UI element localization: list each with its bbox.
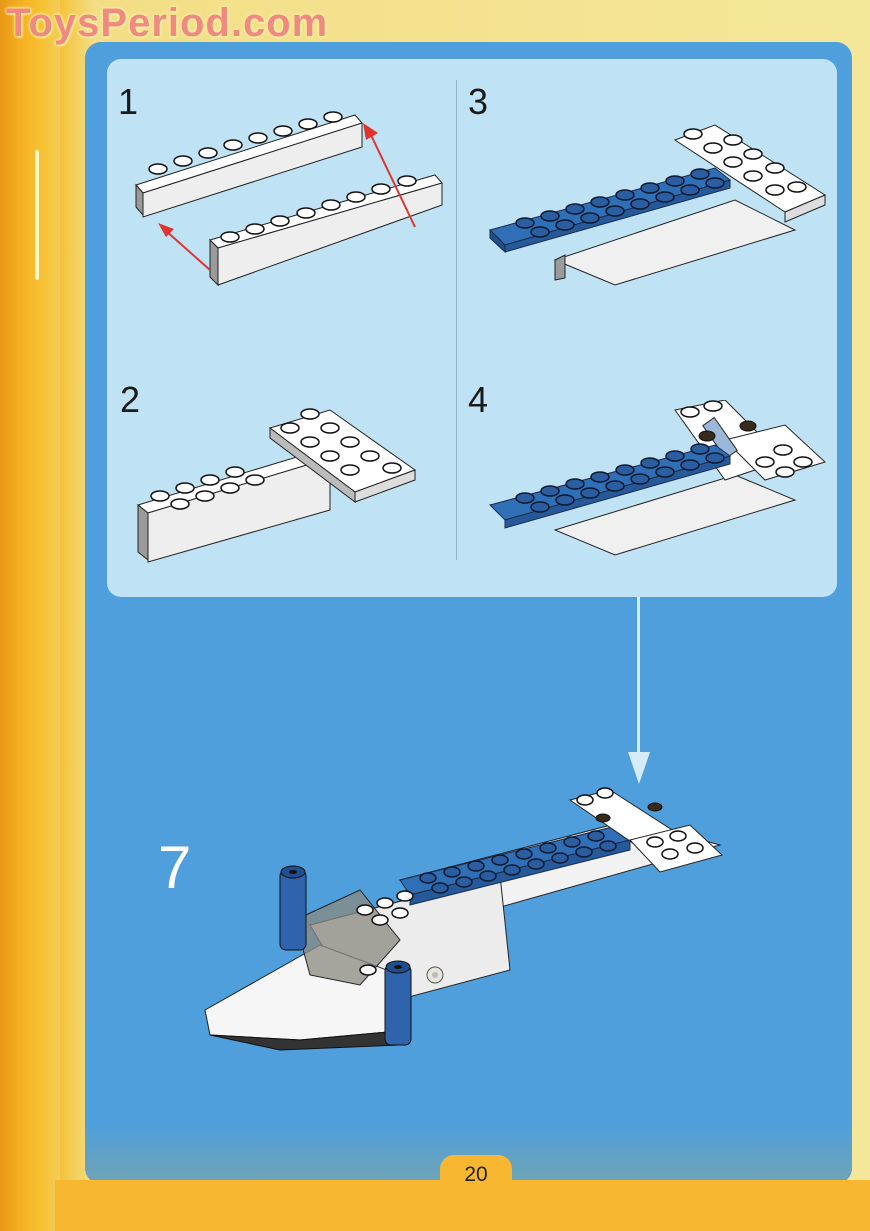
steps-divider — [456, 80, 457, 560]
step-7-illustration — [204, 787, 723, 1051]
step-number-1: 1 — [118, 81, 139, 122]
assembly-arrow-shaft — [637, 597, 640, 762]
watermark: ToysPeriod.com — [6, 1, 329, 45]
book-spine — [0, 0, 60, 1231]
assembly-arrow-head-icon — [628, 752, 650, 784]
step-number-7: 7 — [158, 834, 192, 901]
page-number: 20 — [464, 1163, 488, 1186]
page-number-tab — [440, 1155, 512, 1193]
step-4-illustration — [489, 400, 826, 556]
step-number-4: 4 — [468, 379, 489, 420]
step-2-illustration — [136, 408, 417, 563]
step-number-3: 3 — [468, 81, 489, 122]
step-number-2: 2 — [120, 379, 141, 420]
step-1-illustration — [135, 111, 443, 287]
step-3-illustration — [489, 124, 827, 286]
spine-highlight — [35, 150, 39, 280]
